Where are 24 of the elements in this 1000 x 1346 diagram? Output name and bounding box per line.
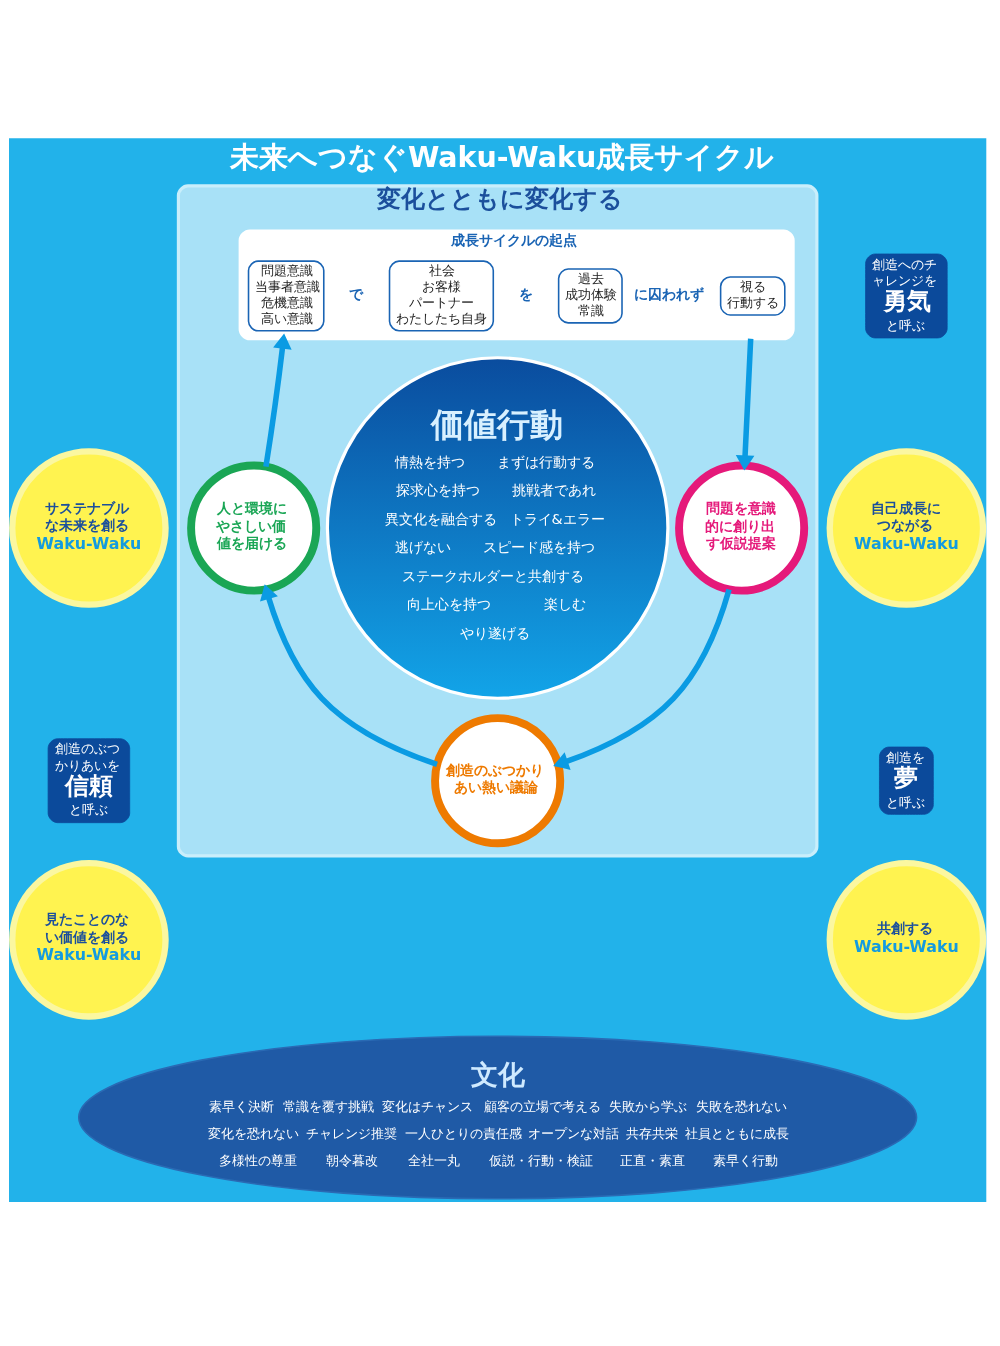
node-box: 創造を 夢 と呼ぶ	[878, 746, 934, 815]
label: で	[348, 285, 363, 302]
node-circle: 見たことのない価値を創る Waku-Waku	[8, 860, 169, 1020]
label: に囚われず	[633, 285, 704, 302]
node-circle: 自己成長につながる Waku-Waku	[826, 448, 986, 608]
arrow	[262, 333, 292, 467]
node-box: 社会 お客様 パートナー わたしたち自身	[388, 260, 494, 332]
arrow	[735, 338, 754, 471]
node-circle: 創造のぶつかりあい熱い議論	[430, 714, 564, 848]
arrow	[259, 584, 438, 767]
node-box: 問題意識 当事者意識 危機意識 高い意識	[247, 260, 325, 332]
node-box: 創造へのチャレンジを 勇気 と呼ぶ	[864, 253, 948, 339]
node-circle: 共創する Waku-Waku	[826, 860, 986, 1020]
node-box: 過去 成功体験 常識	[557, 268, 623, 324]
node-box: 視る 行動する	[719, 276, 786, 316]
diagram-title: 未来へつなぐWaku-Waku成長サイクル	[229, 140, 774, 174]
node-circle: 価値行動 情熱を持つ まずは行動する 探求心を持つ 挑戦者であれ 異文化を融合する トライ&エラー 逃げない スピード感を持つ ステークホルダーと共創する 向上心を持つ 楽しむ やり遂げる	[325, 356, 669, 700]
node-ellipse: 文化 素早く決断 常識を覆す挑戦 変化はチャンス 顧客の立場で考える 失敗から学ぶ 失敗を恐れない 変化を恐れない チャレンジ推奨 一人ひとりの責任感 オープンな対話 共存共栄 社員とともに成長 多様性の尊重 朝令暮改 全社一丸 仮説・行動・検証 正直・素直 素早く行動	[77, 1035, 917, 1200]
node-box: 創造のぶつかりあいを 信頼 と呼ぶ	[47, 738, 130, 824]
node-circle: 人と環境にやさしい価値を届ける	[186, 461, 320, 595]
node-circle: サステナブルな未来を創る Waku-Waku	[8, 448, 169, 608]
arrow	[552, 588, 732, 770]
node-circle: 問題を意識的に創り出す仮説提案	[674, 461, 808, 595]
label: を	[518, 285, 533, 302]
